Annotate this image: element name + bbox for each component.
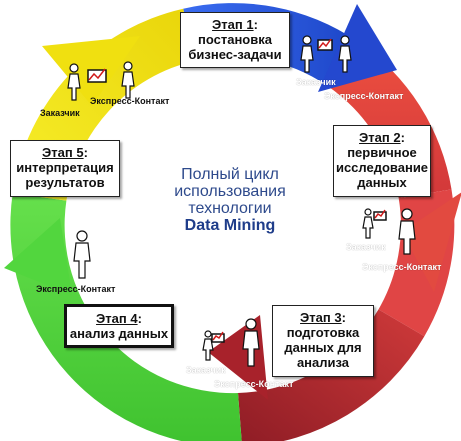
role-customer-label: Заказчик — [40, 108, 80, 118]
center-line-1: Полный цикл — [181, 166, 279, 183]
stage-box-5: Этап 5: интерпретация результатов — [10, 140, 120, 197]
person-icon — [67, 63, 81, 101]
ring-segment-green — [10, 193, 242, 441]
stage-3-line2: данных для — [284, 340, 362, 355]
stage-2-line3: данных — [357, 175, 407, 190]
stage-box-3: Этап 3: подготовка данных для анализа — [272, 305, 374, 377]
center-caption: Полный цикл использования технологии Dat… — [150, 166, 310, 234]
center-line-4: Data Mining — [184, 217, 276, 234]
center-line-3: технологии — [188, 200, 272, 217]
center-line-2: использования — [174, 183, 286, 200]
stage-2-line1: первичное — [347, 145, 417, 160]
role-customer-label: Заказчик — [186, 365, 226, 375]
stage-3-label: Этап 3 — [300, 310, 342, 325]
stage-5-line1: интерпретация — [16, 160, 114, 175]
role-contact-label: Экспресс-Контакт — [90, 96, 170, 106]
stage-1-line1: постановка — [198, 32, 272, 47]
arrow-head-blue — [318, 4, 397, 92]
role-contact-label: Экспресс-Контакт — [36, 284, 116, 294]
chart-icon — [211, 331, 225, 343]
role-contact-label: Экспресс-Контакт — [324, 91, 404, 101]
person-icon — [242, 318, 260, 367]
stage-1-line2: бизнес-задачи — [188, 47, 282, 62]
person-icon — [398, 208, 416, 255]
person-icon — [300, 35, 314, 73]
stage-box-2: Этап 2: первичное исследование данных — [333, 125, 431, 197]
chart-icon — [87, 68, 107, 83]
stage-box-4: Этап 4: анализ данных — [64, 304, 174, 348]
person-icon — [121, 61, 135, 99]
stage-3-line3: анализа — [296, 355, 350, 370]
chart-icons — [87, 38, 387, 343]
people-icons — [67, 35, 416, 367]
stage-4-label: Этап 4 — [96, 311, 138, 326]
chart-icon — [317, 38, 333, 51]
stage-4-line1: анализ данных — [69, 326, 169, 341]
arrow-head-green — [4, 218, 72, 295]
stage-5-label: Этап 5 — [42, 145, 84, 160]
person-icon — [362, 208, 374, 239]
person-icon — [338, 35, 352, 73]
stage-5-line2: результатов — [25, 175, 105, 190]
stage-2-line2: исследование — [335, 160, 429, 175]
stage-1-label: Этап 1 — [212, 17, 254, 32]
role-contact-label: Экспресс-Контакт — [362, 262, 442, 272]
stage-3-line1: подготовка — [286, 325, 360, 340]
role-customer-label: Заказчик — [346, 242, 386, 252]
chart-icon — [373, 209, 387, 221]
role-contact-label: Экспресс-Контакт — [214, 379, 294, 389]
role-customer-label: Заказчик — [296, 77, 336, 87]
stage-2-label: Этап 2 — [359, 130, 401, 145]
arrow-head-red — [402, 192, 461, 292]
stage-box-1: Этап 1: постановка бизнес-задачи — [180, 12, 290, 68]
person-icon — [73, 230, 91, 279]
